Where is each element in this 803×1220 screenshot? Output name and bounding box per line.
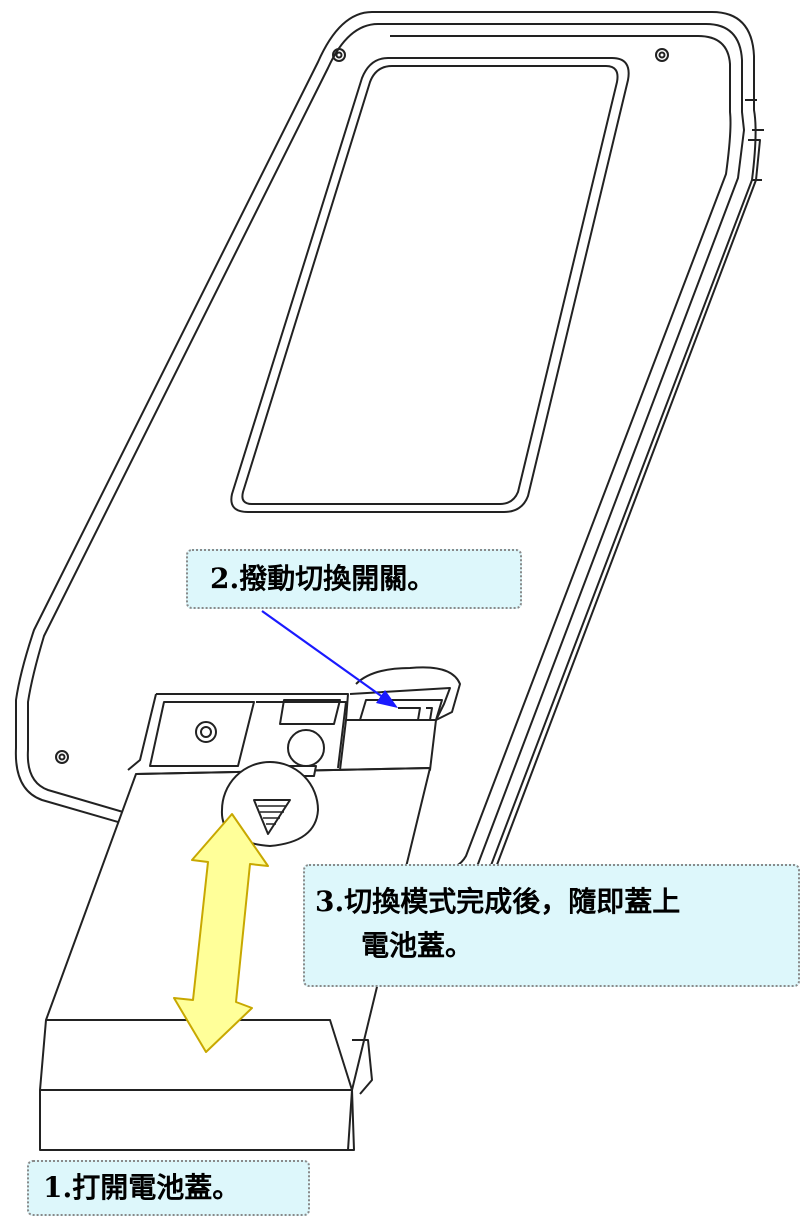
step-2-text: 2.撥動切換開關。 bbox=[210, 562, 436, 595]
step-3-callout: 3.切換模式完成後，隨即蓋上 電池蓋。 bbox=[303, 864, 800, 987]
step-1-callout: 1.打開電池蓋。 bbox=[27, 1160, 310, 1216]
step-1-text: 1.打開電池蓋。 bbox=[43, 1171, 241, 1204]
display-window bbox=[230, 57, 630, 513]
step-2-callout: 2.撥動切換開關。 bbox=[186, 549, 522, 609]
step-3-text-line2: 電池蓋。 bbox=[361, 929, 474, 962]
step-3-text-line1: 3.切換模式完成後，隨即蓋上 bbox=[315, 885, 681, 918]
triangle-down-icon bbox=[253, 799, 291, 835]
